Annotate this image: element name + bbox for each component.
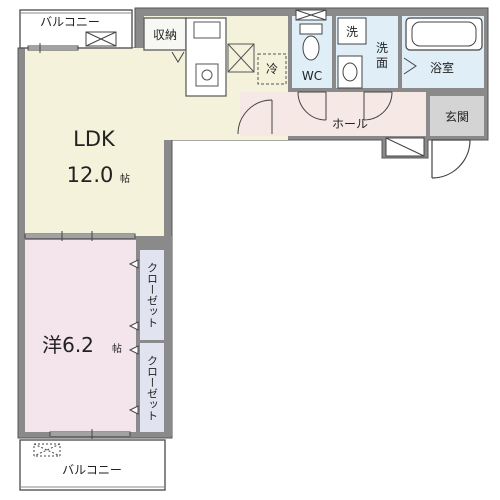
western-room xyxy=(25,240,136,432)
closet-upper xyxy=(140,250,164,340)
door-entrance xyxy=(431,139,471,179)
wc-label: WC xyxy=(302,69,322,83)
balcony-bottom xyxy=(19,439,166,491)
closet-label-lower: クローゼット xyxy=(146,355,159,421)
shoe-cabinet xyxy=(385,137,425,157)
closet-lower xyxy=(140,343,164,432)
svg-text:洋6.2: 洋6.2 xyxy=(42,333,94,357)
fridge-space xyxy=(257,53,287,85)
window-top-ldk xyxy=(27,43,79,53)
washer-label: 洗 xyxy=(346,25,358,39)
washroom-label-2: 面 xyxy=(376,56,388,70)
storage-label: 収納 xyxy=(153,28,177,42)
svg-text:帖: 帖 xyxy=(120,172,130,185)
storage-door xyxy=(171,51,185,63)
hall xyxy=(240,92,426,136)
washer-space xyxy=(337,17,367,45)
door-washroom xyxy=(363,91,393,121)
kitchen-counter xyxy=(185,17,227,97)
entrance-label: 玄関 xyxy=(445,109,469,124)
washroom-label-1: 洗 xyxy=(376,41,388,55)
hall-label: ホール xyxy=(332,117,368,131)
ldk-room xyxy=(25,48,164,236)
interior-walls xyxy=(136,16,484,436)
door-wc xyxy=(297,91,327,121)
range-hood xyxy=(227,43,255,73)
wc-vent-icon xyxy=(295,9,327,21)
svg-text:12.0: 12.0 xyxy=(67,163,114,187)
closet-door-marks xyxy=(128,259,139,415)
storage xyxy=(143,17,187,51)
entrance xyxy=(430,96,484,136)
window-bottom-western xyxy=(49,429,131,439)
svg-text:帖: 帖 xyxy=(112,342,122,355)
balcony-top xyxy=(19,9,133,49)
balcony-bottom-label: バルコニー xyxy=(62,463,122,477)
western-room-label: 洋6.2 帖 xyxy=(42,333,122,357)
ac-unit-icon xyxy=(33,443,61,457)
fridge-label: 冷 xyxy=(266,62,278,76)
bath-label: 浴室 xyxy=(430,60,454,75)
door-bathroom xyxy=(403,57,417,75)
balcony-top-label: バルコニー xyxy=(40,15,100,29)
window-ldk-western-divider xyxy=(24,231,136,241)
bathtub-icon xyxy=(405,17,483,51)
door-ldk-hall xyxy=(237,99,273,135)
washbasin-icon xyxy=(337,55,363,89)
closet-label-upper: クローゼット xyxy=(146,262,159,328)
toilet-icon xyxy=(299,23,323,61)
ldk-size: 12.0 帖 xyxy=(67,163,130,187)
ac-unit-icon xyxy=(85,31,117,47)
ldk-name: LDK xyxy=(73,127,116,151)
